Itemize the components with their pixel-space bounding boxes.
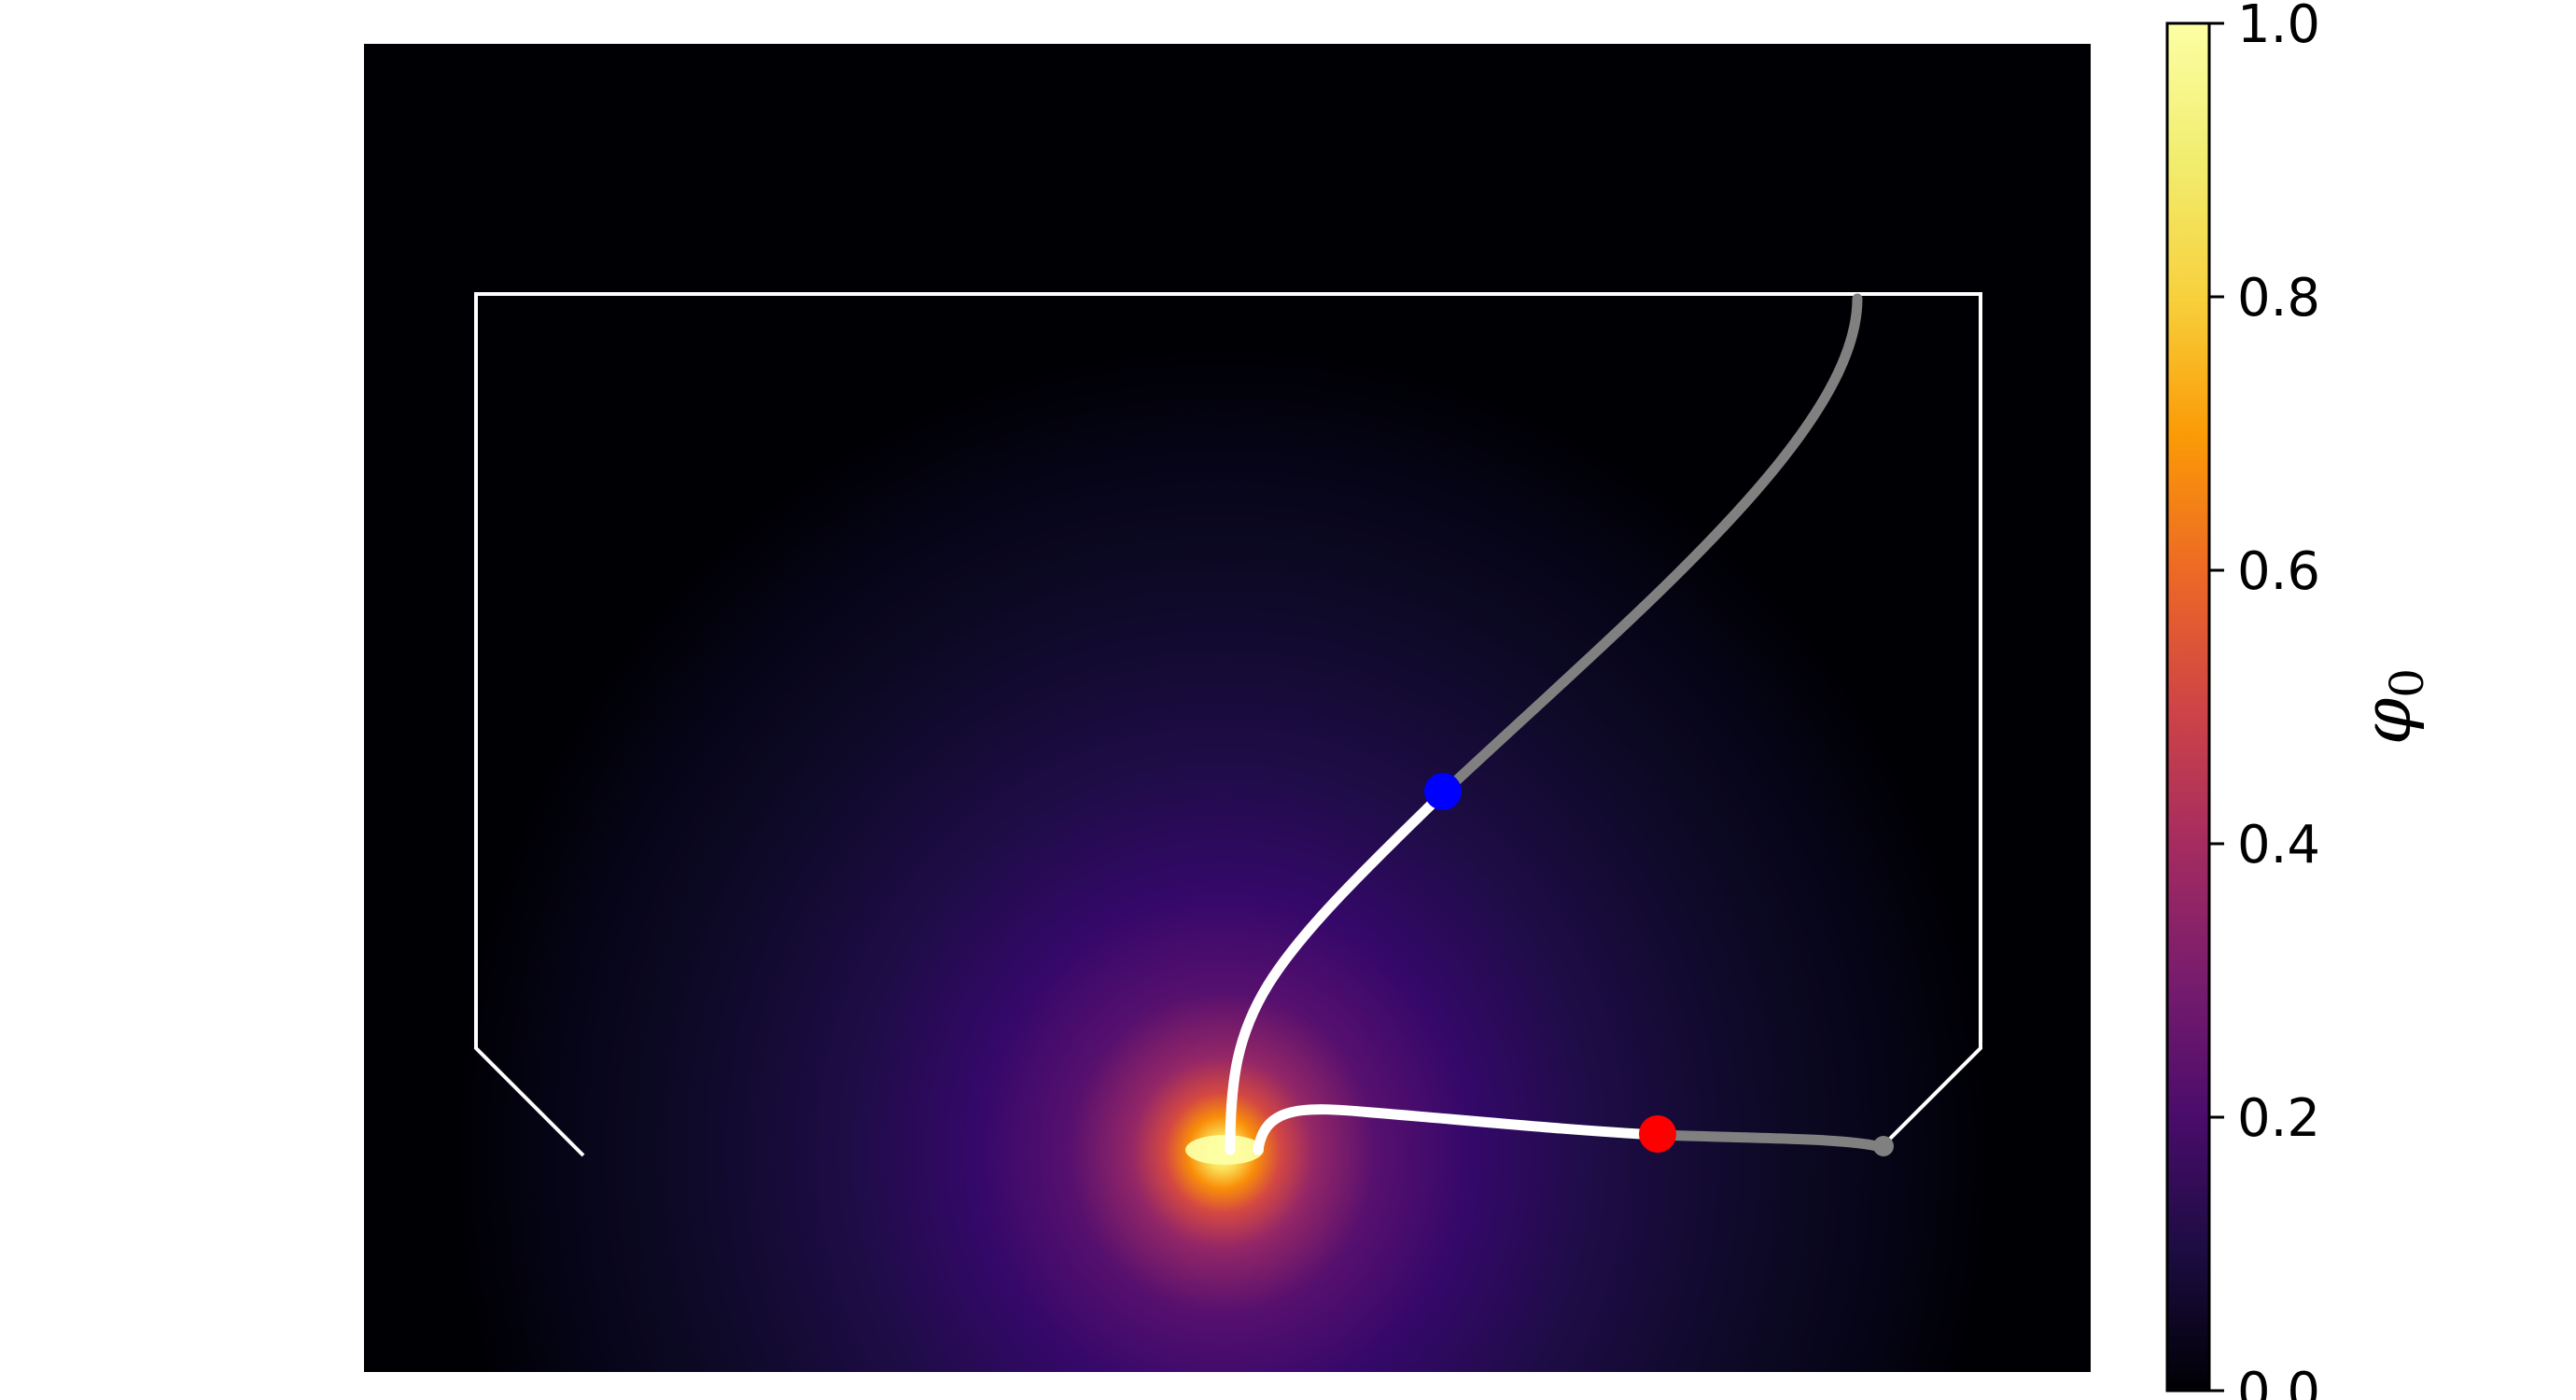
colorbar-tick-label: 0.2 bbox=[2237, 1088, 2320, 1149]
colorbar-label-subscript: 0 bbox=[2380, 668, 2434, 698]
field-heatmap bbox=[364, 44, 2091, 1372]
marker-red bbox=[1639, 1115, 1676, 1153]
path-lower-remaining bbox=[1651, 1129, 1889, 1154]
path-lower-visited bbox=[1253, 1104, 1662, 1155]
path-lower-endpoint bbox=[1873, 1136, 1894, 1156]
colorbar-tick-label: 0.6 bbox=[2237, 541, 2320, 602]
colorbar-label: φ0 bbox=[2347, 668, 2434, 745]
field-hotspot bbox=[1185, 1135, 1264, 1165]
colorbar-tick-label: 1.0 bbox=[2237, 0, 2320, 55]
plot-area bbox=[364, 44, 2091, 1372]
path-upper-remaining bbox=[1439, 293, 1863, 797]
colorbar-tick-label: 0.8 bbox=[2237, 268, 2320, 329]
colorbar: 0.0 0.2 0.4 0.6 0.8 1.0 φ0 bbox=[2165, 0, 2434, 1400]
colorbar-gradient bbox=[2165, 21, 2211, 1393]
colorbar-tick-label: 0.0 bbox=[2237, 1362, 2320, 1400]
path-upper-visited bbox=[1225, 786, 1450, 1155]
boundary-outline bbox=[474, 292, 1982, 1157]
colorbar-tick-label: 0.4 bbox=[2237, 815, 2320, 875]
colorbar-ticks: 0.0 0.2 0.4 0.6 0.8 1.0 bbox=[2209, 0, 2320, 1400]
marker-blue bbox=[1424, 773, 1462, 810]
colorbar-label-symbol: φ bbox=[2347, 697, 2426, 745]
